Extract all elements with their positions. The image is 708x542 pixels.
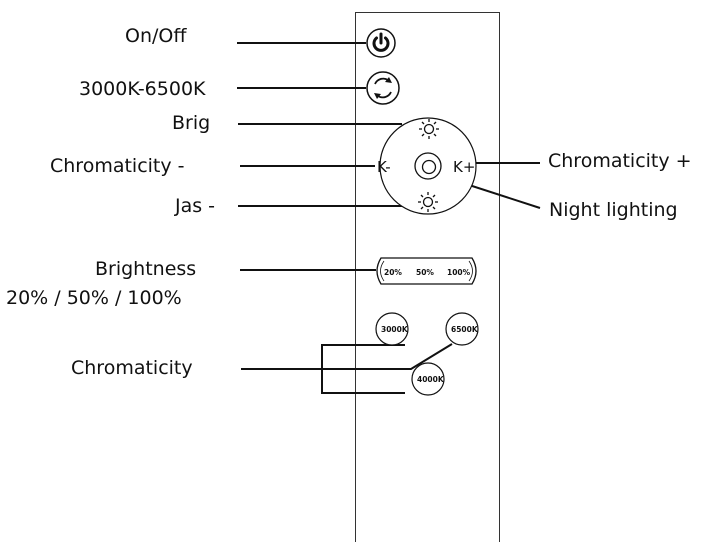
- cct-cycle-button[interactable]: [366, 71, 400, 105]
- label-chroma-minus: Chromaticity -: [50, 155, 185, 177]
- k-plus-label[interactable]: K+: [453, 158, 475, 176]
- label-jas-minus: Jas -: [175, 195, 216, 217]
- power-button[interactable]: [366, 28, 396, 58]
- sun-icon: [419, 119, 439, 139]
- label-brig: Brig: [172, 112, 211, 134]
- cycle-icon: [374, 77, 392, 99]
- remote-diagram: K- K+ 20% 50% 100% 3000K 6500K 4000K: [237, 28, 541, 396]
- label-cct-range: 3000K-6500K: [79, 78, 206, 100]
- label-chroma-plus: Chromaticity +: [548, 150, 692, 172]
- brightness-100-button[interactable]: 100%: [447, 268, 471, 277]
- brightness-20-button[interactable]: 20%: [384, 268, 402, 277]
- label-brightness: Brightness: [95, 258, 197, 280]
- brightness-up-button[interactable]: [419, 119, 439, 139]
- cct-6500k-button[interactable]: [445, 312, 479, 346]
- cct-3000k-label: 3000K: [381, 325, 409, 334]
- night-light-button[interactable]: [414, 152, 442, 180]
- brightness-bar: [376, 257, 477, 285]
- cct-4000k-label: 4000K: [417, 375, 445, 384]
- cct-6500k-label: 6500K: [451, 325, 479, 334]
- power-icon: [372, 36, 390, 52]
- sun-icon: [418, 192, 438, 212]
- k-minus-label[interactable]: K-: [377, 158, 391, 176]
- moon-icon: [421, 159, 437, 175]
- cct-3000k-button[interactable]: [375, 312, 409, 346]
- brightness-50-button[interactable]: 50%: [416, 268, 434, 277]
- label-brightness-levels: 20% / 50% / 100%: [6, 287, 182, 309]
- bracket-3000k: [321, 344, 405, 394]
- cct-4000k-button[interactable]: [411, 362, 445, 396]
- label-night-lighting: Night lighting: [549, 199, 678, 221]
- label-on-off: On/Off: [125, 25, 187, 47]
- bracket-6500k: [378, 343, 453, 370]
- label-chromaticity: Chromaticity: [71, 357, 193, 379]
- brightness-down-button[interactable]: [418, 192, 438, 212]
